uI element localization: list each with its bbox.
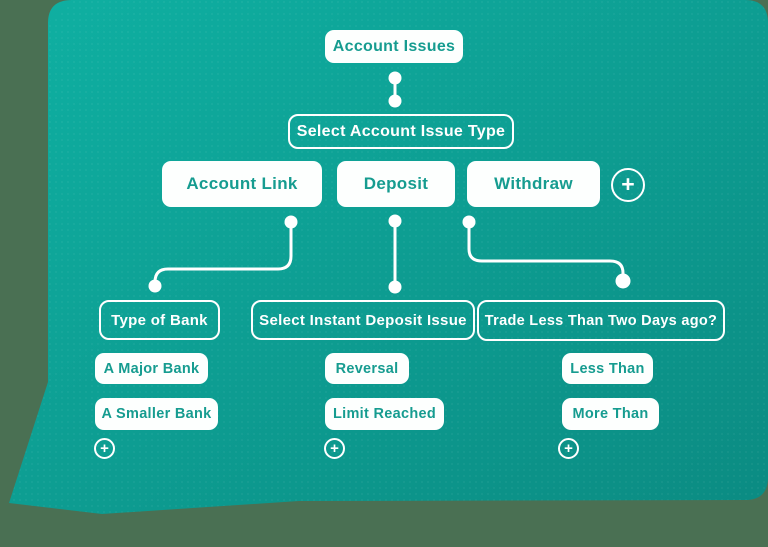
connector-lines [153, 76, 625, 287]
connector-dots [148, 71, 631, 294]
node-deposit[interactable]: Deposit [337, 161, 455, 207]
node-type-of-bank: Type of Bank [99, 300, 220, 340]
option-limit-reached[interactable]: Limit Reached [325, 398, 444, 430]
option-a-smaller-bank[interactable]: A Smaller Bank [95, 398, 218, 430]
option-a-major-bank[interactable]: A Major Bank [95, 353, 208, 384]
node-account-link[interactable]: Account Link [162, 161, 322, 207]
add-option-button-withdraw[interactable]: + [558, 438, 579, 459]
add-option-button-deposit[interactable]: + [324, 438, 345, 459]
node-select-account-issue-type: Select Account Issue Type [288, 114, 514, 149]
option-more-than[interactable]: More Than [562, 398, 659, 430]
node-withdraw[interactable]: Withdraw [467, 161, 600, 207]
plus-circle-icon: + [330, 439, 339, 457]
node-trade-less-than-two-days: Trade Less Than Two Days ago? [477, 300, 725, 341]
option-reversal[interactable]: Reversal [325, 353, 409, 384]
plus-circle-icon: + [564, 439, 573, 457]
connector-accountlink-to-question [153, 220, 293, 286]
speech-bubble-texture [9, 0, 768, 514]
add-branch-button[interactable]: + [611, 168, 645, 202]
option-less-than[interactable]: Less Than [562, 353, 653, 384]
add-option-button-account-link[interactable]: + [94, 438, 115, 459]
node-select-instant-deposit-issue: Select Instant Deposit Issue [251, 300, 475, 340]
plus-circle-icon: + [621, 170, 635, 197]
connector-withdraw-to-question [467, 220, 625, 278]
plus-circle-icon: + [100, 439, 109, 457]
node-account-issues[interactable]: Account Issues [325, 30, 463, 63]
